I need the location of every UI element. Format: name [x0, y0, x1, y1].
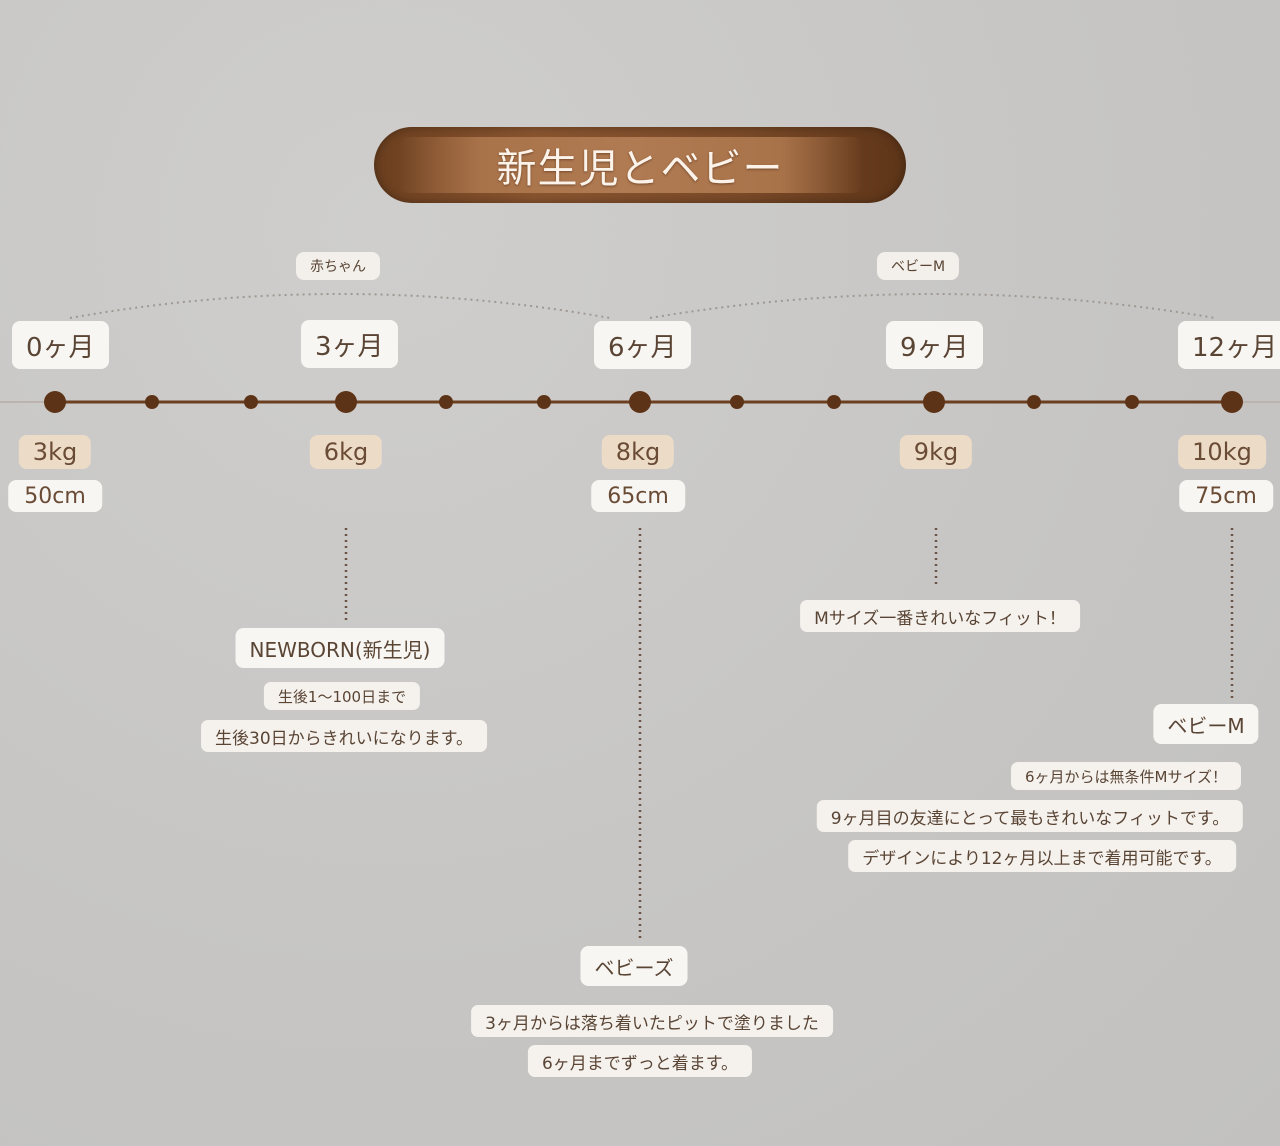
height-0: 50cm [8, 480, 102, 512]
month-label-3: 3ヶ月 [301, 320, 398, 368]
timeline-dot-12 [1221, 391, 1243, 413]
month-label-9: 9ヶ月 [886, 321, 983, 369]
note-newborn-line2: 生後30日からきれいになります。 [201, 720, 487, 752]
timeline-dot-11 [1125, 395, 1139, 409]
month-label-0: 0ヶ月 [12, 321, 109, 369]
note-baby-m-line3: デザインにより12ヶ月以上まで着用可能です。 [848, 840, 1236, 872]
weight-9: 9kg [899, 435, 973, 469]
note-babys-title: ベビーズ [580, 946, 688, 986]
month-label-12: 12ヶ月 [1178, 321, 1280, 369]
group-label-baby: 赤ちゃん [296, 252, 380, 280]
weight-6: 8kg [601, 435, 675, 469]
timeline-dot-10 [1027, 395, 1041, 409]
note-babys-line1: 3ヶ月からは落ち着いたピットで塗りました [471, 1005, 833, 1037]
note-newborn-title: NEWBORN(新生児) [235, 628, 445, 668]
group-arc-baby-m [649, 293, 1216, 319]
note-babys-line2: 6ヶ月までずっと着ます。 [527, 1045, 753, 1077]
timeline-dot-8 [827, 395, 841, 409]
weight-3: 6kg [309, 435, 383, 469]
note-m-fit-line1: Mサイズ一番きれいなフィット！ [800, 600, 1080, 632]
note-baby-m-title: ベビーM [1153, 704, 1259, 744]
timeline-dot-5 [537, 395, 551, 409]
timeline-dot-0 [44, 391, 66, 413]
height-6: 65cm [591, 480, 685, 512]
title-banner-highlight [398, 137, 863, 193]
weight-12: 10kg [1178, 435, 1266, 469]
timeline-dot-1 [145, 395, 159, 409]
note-newborn-line1: 生後1〜100日まで [263, 682, 421, 710]
group-label-baby-m: ベビーM [876, 252, 960, 280]
timeline-dot-6 [629, 391, 651, 413]
timeline-dot-4 [439, 395, 453, 409]
month-label-6: 6ヶ月 [594, 321, 691, 369]
weight-0: 3kg [18, 435, 92, 469]
note-baby-m-line1: 6ヶ月からは無条件Mサイズ！ [1010, 762, 1242, 790]
height-12: 75cm [1179, 480, 1273, 512]
timeline-dot-3 [335, 391, 357, 413]
page-title: 新生児とベビー [496, 146, 784, 192]
timeline-dot-9 [923, 391, 945, 413]
group-arc-baby [69, 293, 611, 319]
timeline-dot-7 [730, 395, 744, 409]
timeline-dot-2 [244, 395, 258, 409]
note-baby-m-line2: 9ヶ月目の友達にとって最もきれいなフィットです。 [816, 800, 1244, 832]
